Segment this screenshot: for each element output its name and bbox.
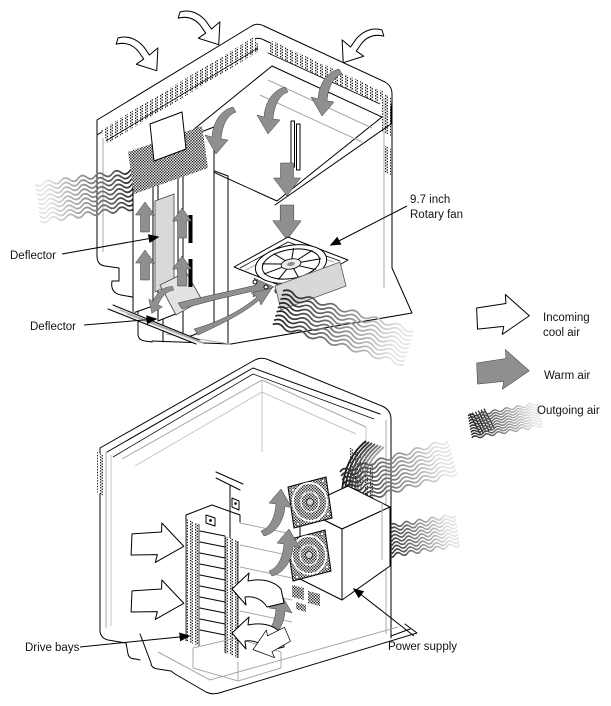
- outgoing-air-waves-left: [35, 168, 143, 223]
- legend-item-warm: Warm air: [474, 347, 590, 392]
- outgoing-air-waves-fan: [272, 289, 414, 367]
- label-power-supply: Power supply: [388, 641, 457, 653]
- label-deflector-upper: Deflector: [10, 250, 56, 262]
- chassis-top-panel: [96, 23, 393, 175]
- leader-drive-bays: [79, 632, 191, 648]
- legend-outgoing-waves-icon: [467, 399, 543, 439]
- label-rotary-fan-line2: Rotary fan: [410, 209, 463, 221]
- top-vent-strip-left: [101, 37, 261, 143]
- legend-warm-label: Warm air: [544, 370, 590, 382]
- bottom-chassis-diagram: Drive bays Power supply: [25, 357, 460, 695]
- incoming-air-arrow-icon: [128, 575, 188, 624]
- leader-deflector-upper: [61, 234, 160, 255]
- incoming-air-arrow-icon: [331, 14, 387, 74]
- leader-power-supply: [352, 588, 415, 637]
- incoming-air-hook-arrow-icon: [231, 572, 285, 608]
- chassis-interior: [121, 379, 367, 500]
- deflector-panel-upper: [154, 193, 175, 293]
- drive-bay-vent-strip: [225, 536, 238, 658]
- left-wall: [97, 447, 141, 661]
- incoming-air-arrow-icon: [175, 0, 231, 56]
- cage-tab: [149, 111, 187, 162]
- top-vent-strip-right: [267, 41, 384, 103]
- legend-outgoing-label: Outgoing air: [537, 405, 600, 417]
- chassis-rim: [99, 357, 392, 639]
- leader-deflector-lower: [83, 315, 158, 326]
- card-cage: [128, 111, 215, 340]
- top-chassis-diagram: Deflector Deflector 9.7 inch Rotary fan: [10, 0, 463, 366]
- warm-air-down-arrow-icon: [272, 204, 302, 241]
- rotary-fan: [233, 236, 349, 311]
- label-deflector-lower: Deflector: [30, 321, 76, 333]
- cage-vent-block: [128, 126, 208, 194]
- label-drive-bays: Drive bays: [25, 642, 80, 654]
- leader-rotary-fan: [329, 205, 408, 246]
- warm-air-swoosh-arrow-icon: [193, 287, 273, 336]
- legend-item-incoming: Incoming cool air: [474, 292, 590, 339]
- legend-incoming-label-line1: Incoming: [543, 312, 590, 324]
- incoming-air-arrow-icon: [128, 518, 188, 567]
- airflow-legend: Incoming cool air Warm air Outgoing air: [467, 292, 600, 439]
- warm-air-curved-arrow-icon: [260, 488, 293, 537]
- legend-incoming-arrow-icon: [474, 292, 531, 337]
- drive-bay-vent-strip: [186, 519, 199, 646]
- label-rotary-fan-line1: 9.7 inch: [410, 194, 450, 206]
- legend-incoming-label-line2: cool air: [543, 327, 580, 339]
- incoming-air-arrow-icon: [113, 22, 169, 82]
- legend-warm-arrow-icon: [474, 347, 531, 392]
- front-corner: [215, 471, 244, 553]
- legend-item-outgoing: Outgoing air: [467, 399, 600, 439]
- drive-bay-column: [185, 504, 293, 682]
